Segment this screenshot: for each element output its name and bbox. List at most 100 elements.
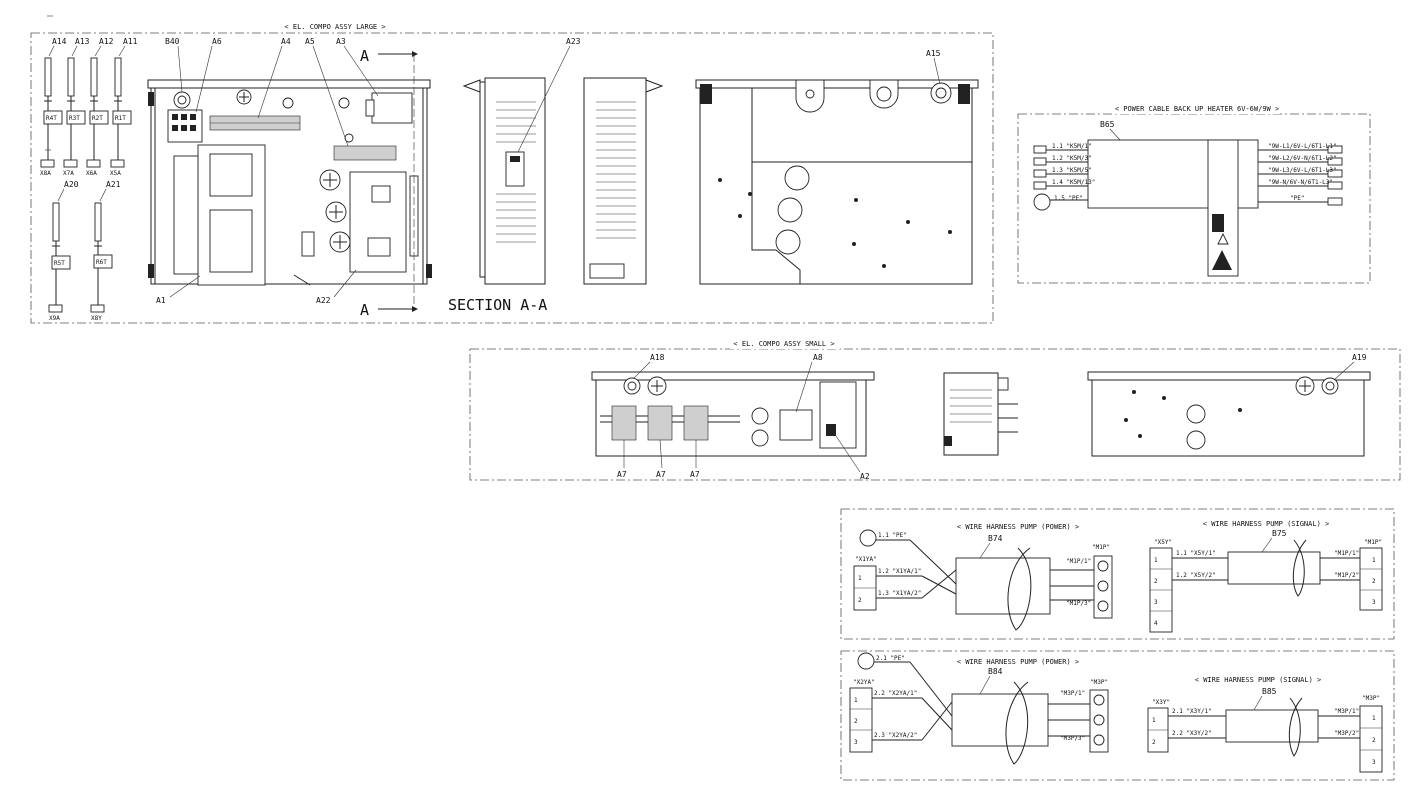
heater-left-4: 1.4 "K5M/13"	[1052, 179, 1095, 186]
pump1-sig-pin-3: 3	[1154, 599, 1158, 606]
pump1-signal-cable: B75	[1272, 529, 1287, 538]
label-x7a: X7A	[63, 170, 74, 177]
pump2-sig-right-pin-3: 3	[1372, 759, 1376, 766]
pump1-sig-wire-2: 1.2 "X5Y/2"	[1176, 572, 1216, 579]
pump2-wire-right-1: "M3P/1"	[1060, 690, 1085, 697]
label-a3: A3	[336, 37, 346, 46]
label-r1t: R1T	[115, 115, 126, 122]
pump1-wire-left-2: 1.3 "X1YA/2"	[878, 590, 921, 597]
label-x8a: X8A	[40, 170, 51, 177]
label-a4: A4	[281, 37, 291, 46]
thermistor-group: A14 R4T X8A A13 R3T X7A A12 R2T X6A A11	[40, 15, 138, 322]
pump2-left-pin-2: 2	[854, 718, 858, 725]
pump2-left-pin-3: 3	[854, 739, 858, 746]
label-a6: A6	[212, 37, 222, 46]
pump1-sig-right-pin-3: 3	[1372, 599, 1376, 606]
pump1-harness-frame: < WIRE HARNESS PUMP (POWER) > < WIRE HAR…	[840, 508, 1395, 640]
pump1-left-conn: "X1YA"	[855, 556, 877, 563]
label-a7-3: A7	[690, 470, 700, 479]
pump2-sig-pin-1: 1	[1152, 717, 1156, 724]
label-a23: A23	[566, 37, 581, 46]
pump1-left-pin-1: 1	[858, 575, 862, 582]
label-a8: A8	[813, 353, 823, 362]
heater-left-2: 1.2 "K5M/3"	[1052, 155, 1092, 162]
pump2-left-pin-1: 1	[854, 697, 858, 704]
pump1-right-conn: "M1P"	[1092, 544, 1110, 551]
section-marker-bottom: A	[360, 301, 369, 319]
pump1-sig-right-conn: "M1P"	[1364, 539, 1382, 546]
pump1-sig-pin-4: 4	[1154, 620, 1158, 627]
label-a7-2: A7	[656, 470, 666, 479]
label-a21: A21	[106, 180, 121, 189]
pump1-wire-left-1: 1.2 "X1YA/1"	[878, 568, 921, 575]
large-box-front-view: B40 A6 A4 A5 A3 A1 A22 A A	[147, 37, 432, 319]
large-box-rear-view: A15	[695, 49, 979, 285]
pump2-wire-right-2: "M3P/3"	[1060, 735, 1085, 742]
pump2-sig-right-1: "M3P/1"	[1334, 708, 1359, 715]
pump1-sig-conn: "X5Y"	[1154, 539, 1172, 546]
heater-cable-title: < POWER CABLE BACK UP HEATER 6V-6W/9W >	[1115, 105, 1279, 113]
large-box-side-views: A23 SECTION A-A	[448, 37, 664, 314]
pump2-signal-cable: B85	[1262, 687, 1277, 696]
label-a14: A14	[52, 37, 67, 46]
pump1-wire-right-2: "M1P/3"	[1066, 600, 1091, 607]
label-a20: A20	[64, 180, 79, 189]
pump1-ground: 1.1 "PE"	[878, 532, 907, 539]
large-assembly-frame: < EL. COMPO ASSY LARGE >	[30, 20, 994, 324]
label-a5: A5	[305, 37, 315, 46]
heater-cable-frame: < POWER CABLE BACK UP HEATER 6V-6W/9W > …	[1017, 102, 1371, 284]
pump1-sig-pin-2: 2	[1154, 578, 1158, 585]
label-a12: A12	[99, 37, 114, 46]
pump2-power-title: < WIRE HARNESS PUMP (POWER) >	[957, 658, 1079, 666]
label-a1: A1	[156, 296, 166, 305]
label-a15: A15	[926, 49, 941, 58]
label-a18: A18	[650, 353, 665, 362]
pump2-ground: 2.1 "PE"	[876, 655, 905, 662]
pump2-sig-right-pin-2: 2	[1372, 737, 1376, 744]
large-assembly-title: < EL. COMPO ASSY LARGE >	[284, 23, 385, 31]
label-a7-1: A7	[617, 470, 627, 479]
pump2-sig-right-pin-1: 1	[1372, 715, 1376, 722]
pump1-sig-right-2: "M1P/2"	[1334, 572, 1359, 579]
pump2-power-cable: B84	[988, 667, 1003, 676]
label-b40: B40	[165, 37, 180, 46]
label-x6a: X6A	[86, 170, 97, 177]
label-r4t: R4T	[46, 115, 57, 122]
section-marker-top: A	[360, 47, 369, 65]
heater-right-4: "9W-N/6V-N/6T1-L3"	[1268, 179, 1333, 186]
heater-right-3: "9W-L3/6V-L/6T1-L3"	[1268, 167, 1337, 174]
pump2-left-conn: "X2YA"	[853, 679, 875, 686]
pump1-sig-right-pin-1: 1	[1372, 557, 1376, 564]
pump1-sig-right-pin-2: 2	[1372, 578, 1376, 585]
label-r5t: R5T	[54, 260, 65, 267]
section-title: SECTION A-A	[448, 296, 547, 314]
label-a13: A13	[75, 37, 90, 46]
pump2-sig-pin-2: 2	[1152, 739, 1156, 746]
label-x9a: X9A	[49, 315, 60, 322]
pump2-wire-left-2: 2.3 "X2YA/2"	[874, 732, 917, 739]
pump1-signal-title: < WIRE HARNESS PUMP (SIGNAL) >	[1203, 520, 1329, 528]
pump1-sig-pin-1: 1	[1154, 557, 1158, 564]
pump2-sig-conn: "X3Y"	[1152, 699, 1170, 706]
pump1-sig-right-1: "M1P/1"	[1334, 550, 1359, 557]
label-r2t: R2T	[92, 115, 103, 122]
pump1-left-pin-2: 2	[858, 597, 862, 604]
label-x5a: X5A	[110, 170, 121, 177]
heater-left-3: 1.3 "K5M/5"	[1052, 167, 1092, 174]
label-a22: A22	[316, 296, 331, 305]
pump1-power-cable: B74	[988, 534, 1003, 543]
label-a2: A2	[860, 472, 870, 481]
heater-ground: 1.5 "PE"	[1054, 195, 1083, 202]
label-r3t: R3T	[69, 115, 80, 122]
small-assembly-title: < EL. COMPO ASSY SMALL >	[733, 340, 834, 348]
pump1-wire-right-1: "M1P/1"	[1066, 558, 1091, 565]
pump2-sig-right-2: "M3P/2"	[1334, 730, 1359, 737]
heater-right-5: "PE"	[1290, 195, 1304, 202]
pump2-harness-frame: < WIRE HARNESS PUMP (POWER) > < WIRE HAR…	[840, 650, 1395, 781]
label-a11: A11	[123, 37, 138, 46]
pump2-right-conn: "M3P"	[1090, 679, 1108, 686]
pump2-wire-left-1: 2.2 "X2YA/1"	[874, 690, 917, 697]
label-a19: A19	[1352, 353, 1367, 362]
heater-right-1: "9W-L1/6V-L/6T1-L1"	[1268, 143, 1337, 150]
